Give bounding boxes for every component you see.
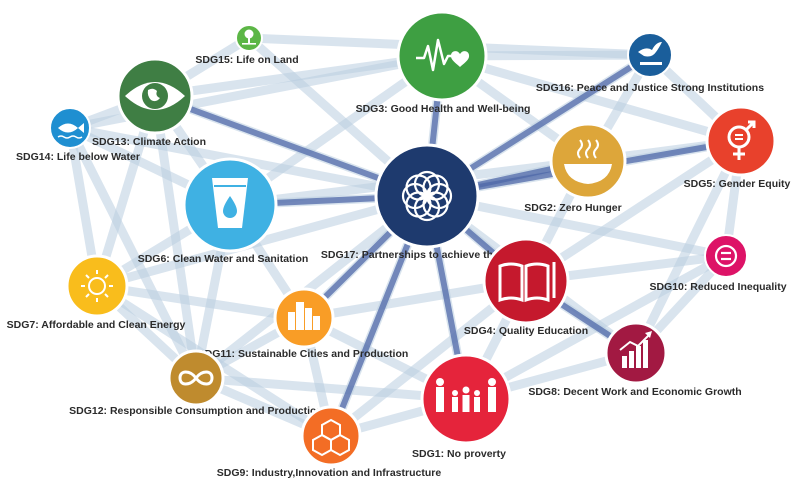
- gender-icon: [727, 120, 756, 160]
- equal-icon: [714, 244, 738, 268]
- dove-icon: [638, 42, 662, 65]
- node-sdg4[interactable]: [482, 237, 570, 325]
- node-sdg2[interactable]: [549, 122, 627, 200]
- node-sdg5-circle: [705, 105, 777, 177]
- node-sdg8-label: SDG8: Decent Work and Economic Growth: [528, 386, 741, 398]
- node-sdg14[interactable]: [49, 107, 91, 149]
- node-sdg2-label: SDG2: Zero Hunger: [524, 202, 621, 214]
- heartbeat-icon: [416, 38, 470, 72]
- node-sdg15[interactable]: [235, 24, 263, 52]
- node-sdg5-label: SDG5: Gender Equity: [684, 178, 791, 190]
- node-sdg6[interactable]: [182, 157, 278, 253]
- cubes-icon: [312, 418, 350, 457]
- node-sdg3[interactable]: [396, 10, 488, 102]
- node-sdg1-label: SDG1: No proverty: [412, 448, 506, 460]
- node-sdg16-label: SDG16: Peace and Justice Strong Institut…: [536, 82, 764, 94]
- node-sdg11-label: SDG11: Sustainable Cities and Production: [198, 348, 409, 360]
- infinity-icon: [178, 370, 214, 386]
- node-sdg15-label: SDG15: Life on Land: [195, 54, 298, 66]
- node-sdg13[interactable]: [116, 57, 194, 135]
- node-sdg2-circle: [549, 122, 627, 200]
- node-sdg8[interactable]: [604, 321, 668, 385]
- sun-icon: [81, 270, 113, 302]
- node-sdg17-label: SDG17: Partnerships to achieve the Goal: [321, 249, 525, 261]
- edge-sdg17-sdg7: [92, 191, 432, 291]
- eye-globe-icon: [125, 82, 185, 110]
- edge-sdg8-sdg5: [631, 136, 746, 358]
- node-sdg3-label: SDG3: Good Health and Well-being: [356, 103, 531, 115]
- node-sdg13-label: SDG13: Climate Action: [92, 136, 206, 148]
- node-sdg9-label: SDG9: Industry,Innovation and Infrastruc…: [217, 467, 442, 479]
- growth-chart-icon: [619, 331, 652, 368]
- node-sdg10[interactable]: [704, 234, 748, 278]
- water-glass-icon: [212, 178, 248, 228]
- node-sdg12-label: SDG12: Responsible Consumption and Produ…: [69, 405, 323, 417]
- node-sdg1[interactable]: [420, 353, 512, 445]
- fish-icon: [57, 123, 84, 139]
- node-sdg9-circle: [300, 405, 362, 467]
- node-sdg4-label: SDG4: Quality Education: [464, 325, 588, 337]
- node-sdg12[interactable]: [167, 349, 225, 407]
- node-sdg11[interactable]: [273, 287, 335, 349]
- edge-sdg3-sdg5: [437, 51, 746, 146]
- node-sdg6-label: SDG6: Clean Water and Sanitation: [138, 253, 309, 265]
- node-sdg7-circle: [65, 254, 129, 318]
- node-sdg5[interactable]: [705, 105, 777, 177]
- node-sdg14-label: SDG14: Life below Water: [16, 151, 140, 163]
- book-icon: [498, 262, 556, 303]
- node-sdg16[interactable]: [627, 32, 673, 78]
- node-sdg10-circle: [704, 234, 748, 278]
- flower-rings-icon: [401, 170, 453, 222]
- bowl-icon: [564, 139, 612, 184]
- node-sdg10-label: SDG10: Reduced Inequality: [649, 281, 786, 293]
- node-sdg7-label: SDG7: Affordable and Clean Energy: [7, 319, 186, 331]
- family-icon: [436, 378, 496, 412]
- node-sdg17[interactable]: [374, 143, 480, 249]
- node-sdg7[interactable]: [65, 254, 129, 318]
- tree-icon: [242, 29, 256, 45]
- node-sdg9[interactable]: [300, 405, 362, 467]
- edge-sdg7-sdg11: [92, 281, 309, 323]
- city-icon: [288, 302, 320, 330]
